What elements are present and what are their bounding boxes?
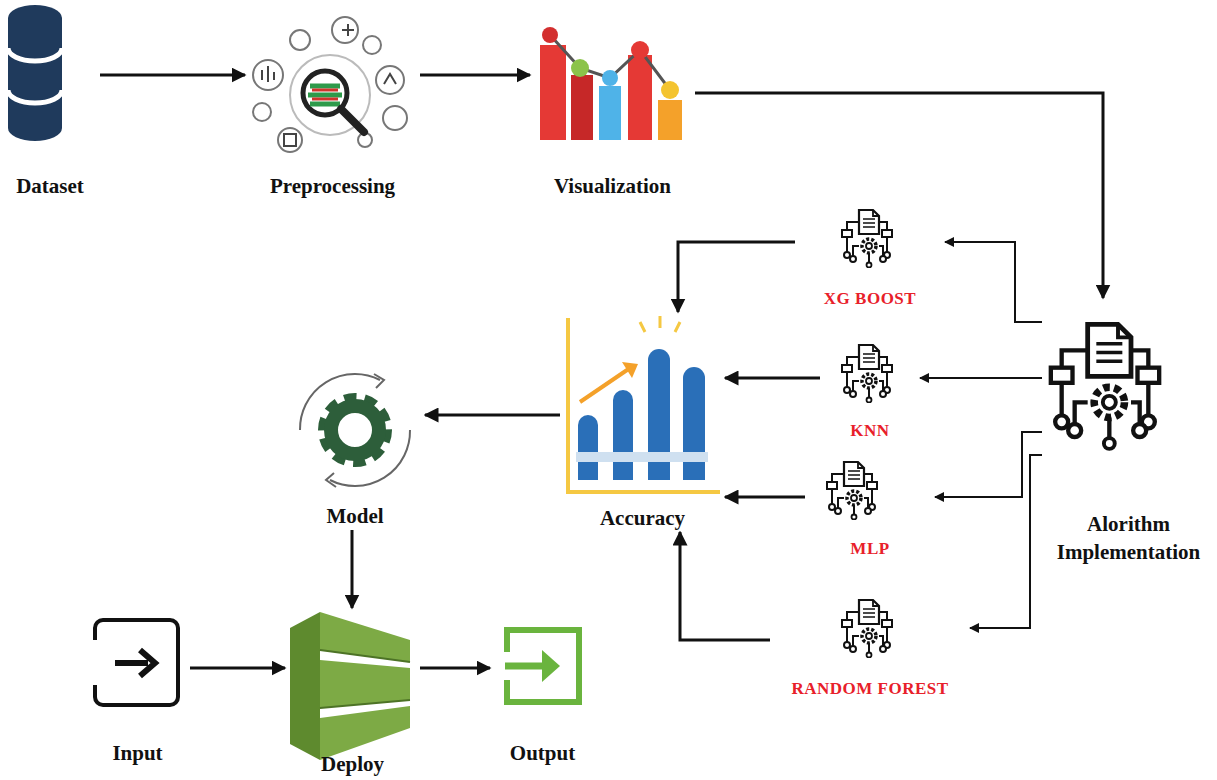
node-label: Dataset [16, 173, 84, 200]
flow-arrow [420, 667, 490, 670]
accuracy-chart-icon [568, 316, 720, 492]
flow-arrow [100, 74, 245, 77]
node-label: RANDOM FOREST [791, 678, 948, 700]
flow-arrow [970, 455, 1042, 628]
node-label: Model [326, 503, 383, 530]
output-node: Output [490, 622, 595, 767]
chart-icon [540, 27, 682, 140]
node-label: Input [112, 740, 162, 767]
flow-arrow [920, 377, 1042, 379]
node-label: Alorithm Implementation [1042, 511, 1215, 566]
flow-arrow [190, 667, 285, 670]
preprocessing-icon [253, 17, 407, 152]
flow-arrow [725, 377, 820, 380]
flow-arrow [945, 242, 1042, 322]
deploy-node: Deploy [285, 608, 420, 778]
node-label: MLP [850, 538, 889, 560]
visualization-node: Visualization [530, 15, 695, 200]
database-icon [8, 5, 62, 141]
flow-arrow [678, 242, 795, 312]
node-label: Visualization [554, 173, 671, 200]
input-node: Input [85, 612, 190, 767]
node-label: Accuracy [600, 505, 685, 532]
flow-arrow [725, 496, 805, 499]
deploy-icon [290, 612, 410, 760]
algorithm-node: XG BOOST [795, 205, 945, 310]
algorithm-node: RANDOM FOREST [770, 595, 970, 700]
input-icon [95, 620, 178, 705]
algorithm-icon [842, 345, 892, 403]
flow-arrow [935, 432, 1042, 497]
model-node: Model [285, 370, 425, 530]
dataset-node: Dataset [0, 2, 100, 200]
algorithm-icon [1051, 324, 1159, 449]
algorithm-node: KNN [820, 340, 920, 442]
algorithm-node: MLP [805, 455, 935, 560]
gear-icon [300, 374, 410, 487]
implementation-node: Alorithm Implementation [1042, 298, 1215, 566]
output-icon [500, 630, 579, 702]
algorithm-icon [827, 462, 877, 520]
flow-arrow [351, 530, 354, 608]
node-label: Output [510, 740, 575, 767]
flow-arrow [420, 74, 530, 77]
flow-arrow [680, 532, 770, 640]
algorithm-icon [842, 210, 892, 268]
node-label: XG BOOST [824, 288, 916, 310]
algorithm-icon [842, 600, 892, 658]
node-label: KNN [850, 420, 889, 442]
accuracy-node: Accuracy [560, 312, 725, 532]
node-label: Preprocessing [270, 173, 395, 200]
node-label: Deploy [321, 751, 384, 778]
preprocessing-node: Preprocessing [245, 5, 420, 200]
flow-arrow [695, 93, 1103, 298]
flow-arrow [425, 414, 560, 417]
